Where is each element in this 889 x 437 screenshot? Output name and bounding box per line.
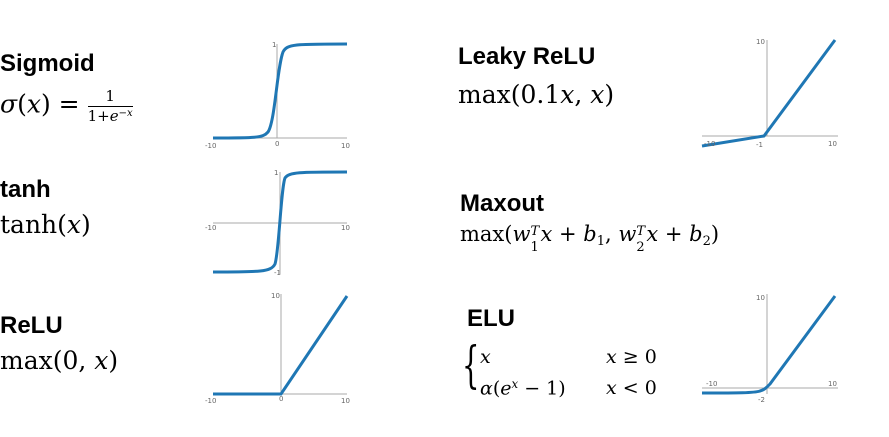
tanh-curve: [212, 170, 348, 274]
elu-curve: [701, 295, 837, 395]
elu-plot: -10 -2 10 10: [701, 294, 838, 404]
tick-label: -10: [706, 380, 717, 388]
tick-label: 1: [274, 169, 278, 177]
tick-label: 0: [279, 395, 283, 403]
maxout-name: Maxout: [460, 190, 544, 217]
tick-label: -10: [205, 397, 216, 405]
tanh-formula: tanh(x): [0, 210, 91, 239]
elu-brace: {: [462, 336, 480, 394]
tick-label: 10: [341, 397, 350, 405]
sigmoid-plot: -10 0 10 1: [205, 41, 350, 150]
tanh-plot: -10 10 1 -1: [205, 169, 350, 277]
tick-label: -10: [704, 140, 715, 148]
leaky-relu-name: Leaky ReLU: [458, 43, 596, 70]
relu-plot: -10 0 10 10: [205, 292, 350, 405]
tick-label: -2: [758, 396, 765, 404]
tanh-name: tanh: [0, 176, 51, 203]
tick-label: 10: [756, 38, 765, 46]
leaky-relu-plot: -10 -1 10 10: [701, 38, 838, 149]
tick-label: 10: [756, 294, 765, 302]
relu-formula: max(0, x): [0, 346, 119, 375]
sigmoid-curve: [212, 42, 348, 140]
elu-case-1-cond: x ≥ 0: [606, 346, 657, 368]
tick-label: -1: [274, 269, 281, 277]
tick-label: 10: [341, 142, 350, 150]
tick-label: 10: [271, 292, 280, 300]
sigmoid-name: Sigmoid: [0, 50, 95, 77]
leaky-relu-formula: max(0.1x, x): [458, 80, 615, 109]
elu-name: ELU: [467, 305, 515, 332]
relu-name: ReLU: [0, 312, 63, 339]
tick-label: -10: [205, 142, 216, 150]
leaky-relu-curve: [701, 39, 837, 148]
tick-label: -1: [756, 141, 763, 149]
tick-label: -10: [205, 224, 216, 232]
tick-label: 10: [341, 224, 350, 232]
elu-case-2-cond: x < 0: [606, 377, 657, 399]
elu-case-1-expr: x: [480, 346, 491, 368]
tick-label: 1: [272, 41, 276, 49]
tick-label: 10: [828, 140, 837, 148]
elu-case-2-expr: α(ex − 1): [480, 377, 566, 400]
relu-curve: [213, 295, 349, 396]
tick-label: 10: [828, 380, 837, 388]
tick-label: 0: [275, 140, 279, 148]
